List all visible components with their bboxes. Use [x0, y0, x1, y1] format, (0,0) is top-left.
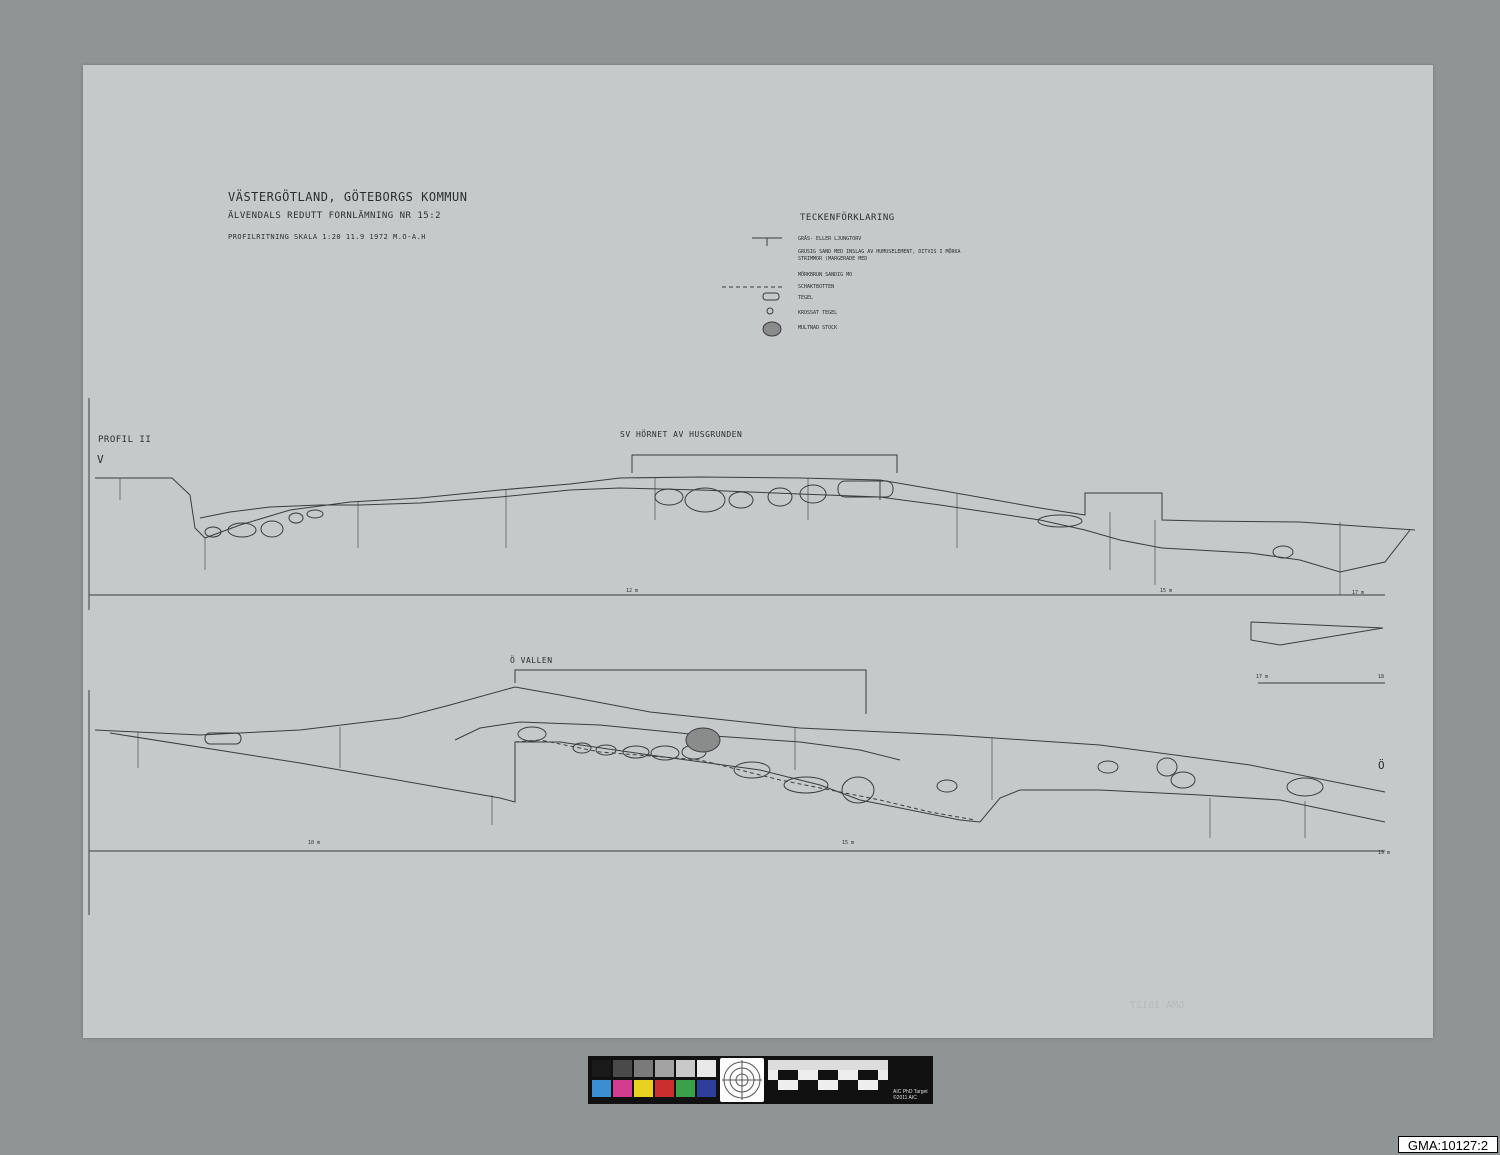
color-patch — [655, 1080, 674, 1097]
annotation-east-rampart: Ö VALLEN — [510, 656, 553, 665]
scale-label: 15 m — [1160, 588, 1173, 594]
color-patch — [634, 1080, 653, 1097]
profile-title: PROFIL II — [98, 435, 152, 445]
scale-label: 19 m — [1378, 850, 1391, 856]
gray-patch — [634, 1060, 653, 1077]
legend-item-brick: TEGEL — [798, 295, 814, 301]
legend-item-turf: GRÄS- ELLER LJUNGTORV — [798, 236, 862, 242]
color-target-label: AIC PhD Target ©2011 AIC — [893, 1089, 928, 1101]
ruler-scale — [768, 1060, 888, 1100]
scale-label: 15 m — [842, 840, 855, 846]
color-target-card — [588, 1056, 933, 1104]
color-patch — [613, 1080, 632, 1097]
legend-symbol-log — [762, 321, 782, 337]
legend-item-trench-bottom: SCHAKTBOTTEN — [798, 284, 835, 290]
vallen-bracket — [514, 669, 867, 714]
brick-stones — [204, 726, 1324, 804]
scale-label: 10 m — [308, 840, 321, 846]
inset-scale-label: 18 — [1378, 674, 1385, 680]
gray-patch — [613, 1060, 632, 1077]
drawing-meta: PROFILRITNING SKALA 1:20 11.9 1972 M.O-A… — [228, 233, 427, 241]
color-patch — [592, 1080, 611, 1097]
gray-patch — [697, 1060, 716, 1077]
gray-patch — [655, 1060, 674, 1077]
legend-item-rotted-log: MULTNAD STOCK — [798, 325, 838, 331]
tick-marks — [119, 478, 1341, 595]
color-patch — [676, 1080, 695, 1097]
profile-side-east: Ö — [1378, 759, 1386, 772]
legend-symbol-crushed-brick — [766, 307, 774, 315]
legend-symbol-brick — [762, 292, 780, 301]
profile-side-west: V — [97, 453, 105, 466]
legend-item-sandy-mo: MÖRKBRUN SANDIG MO — [798, 272, 853, 278]
gray-patch — [676, 1060, 695, 1077]
inset-profile — [1250, 621, 1384, 646]
legend-item-crushed-brick: KROSSAT TEGEL — [798, 310, 838, 316]
drawing-title: VÄSTERGÖTLAND, GÖTEBORGS KOMMUN — [228, 190, 468, 204]
inner-layer — [454, 721, 901, 761]
target-circle-icon — [720, 1058, 764, 1102]
inset-scale-label: 17 m — [1256, 674, 1269, 680]
catalog-id-label: GMA:10127:2 — [1398, 1136, 1498, 1153]
trench-bracket — [631, 454, 898, 473]
scale-label: 12 m — [626, 588, 639, 594]
ground-surface — [94, 686, 1386, 793]
legend-item-gravel: GRUSIG SAND MED INSLAG AV HUMUSELEMENT, … — [798, 249, 961, 262]
annotation-house-corner: SV HÖRNET AV HUSGRUNDEN — [620, 430, 743, 439]
scale-label: 17 m — [1352, 590, 1365, 596]
reverse-side-inscription: GMA 10127 — [1130, 1000, 1185, 1011]
brick-stones — [204, 480, 1294, 559]
trench-bottom — [514, 739, 976, 821]
legend-title: TECKENFÖRKLARING — [800, 213, 895, 223]
ground-surface — [95, 476, 1416, 539]
tick-marks — [137, 727, 1306, 838]
rotted-log — [685, 727, 721, 753]
drawing-subtitle: ÄLVENDALS REDUTT FORNLÄMNING NR 15:2 — [228, 211, 442, 221]
gray-patch — [592, 1060, 611, 1077]
color-patch — [697, 1080, 716, 1097]
paper-sheet — [83, 65, 1433, 1038]
